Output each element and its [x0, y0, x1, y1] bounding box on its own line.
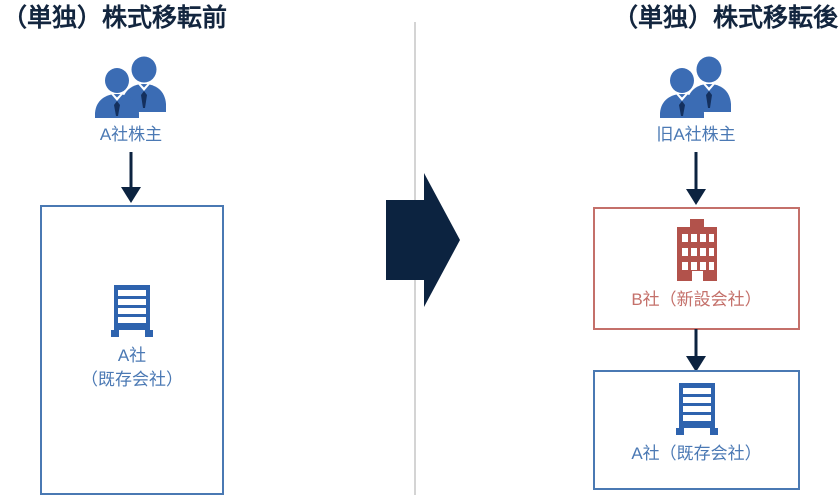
factory-building-icon — [42, 285, 222, 342]
right-existing-company-label: A社（既存会社） — [631, 444, 762, 463]
left-company-label-line2: （既存会社） — [81, 370, 183, 390]
left-shareholder-label: A社株主 — [99, 125, 163, 144]
right-company-box-b: B社（新設会社） — [593, 207, 800, 330]
right-new-company-content: B社（新設会社） — [595, 219, 798, 310]
transition-arrow-right — [386, 173, 460, 307]
right-shareholder-label: 旧A社株主 — [656, 125, 736, 144]
right-flow-arrow-down-top — [681, 152, 711, 211]
left-flow-arrow-down — [116, 152, 146, 209]
right-company-box-a: A社（既存会社） — [593, 370, 800, 490]
office-building-icon — [595, 219, 798, 286]
right-shareholder-group: 旧A社株主 — [625, 56, 767, 145]
right-new-company-label: B社（新設会社） — [631, 290, 762, 309]
two-businesspeople-icon — [60, 56, 202, 123]
left-shareholder-group: A社株主 — [60, 56, 202, 145]
left-company-box-a: A社 （既存会社） — [40, 205, 224, 495]
left-panel-title: （単独）株式移転前 — [2, 4, 228, 32]
right-panel-title: （単独）株式移転後 — [612, 4, 838, 32]
left-company-label-line1: A社 — [117, 346, 147, 365]
right-flow-arrow-down-mid — [681, 329, 711, 378]
factory-building-icon — [595, 383, 798, 440]
two-businesspeople-icon — [625, 56, 767, 123]
right-existing-company-content: A社（既存会社） — [595, 383, 798, 464]
left-company-content: A社 （既存会社） — [42, 285, 222, 391]
